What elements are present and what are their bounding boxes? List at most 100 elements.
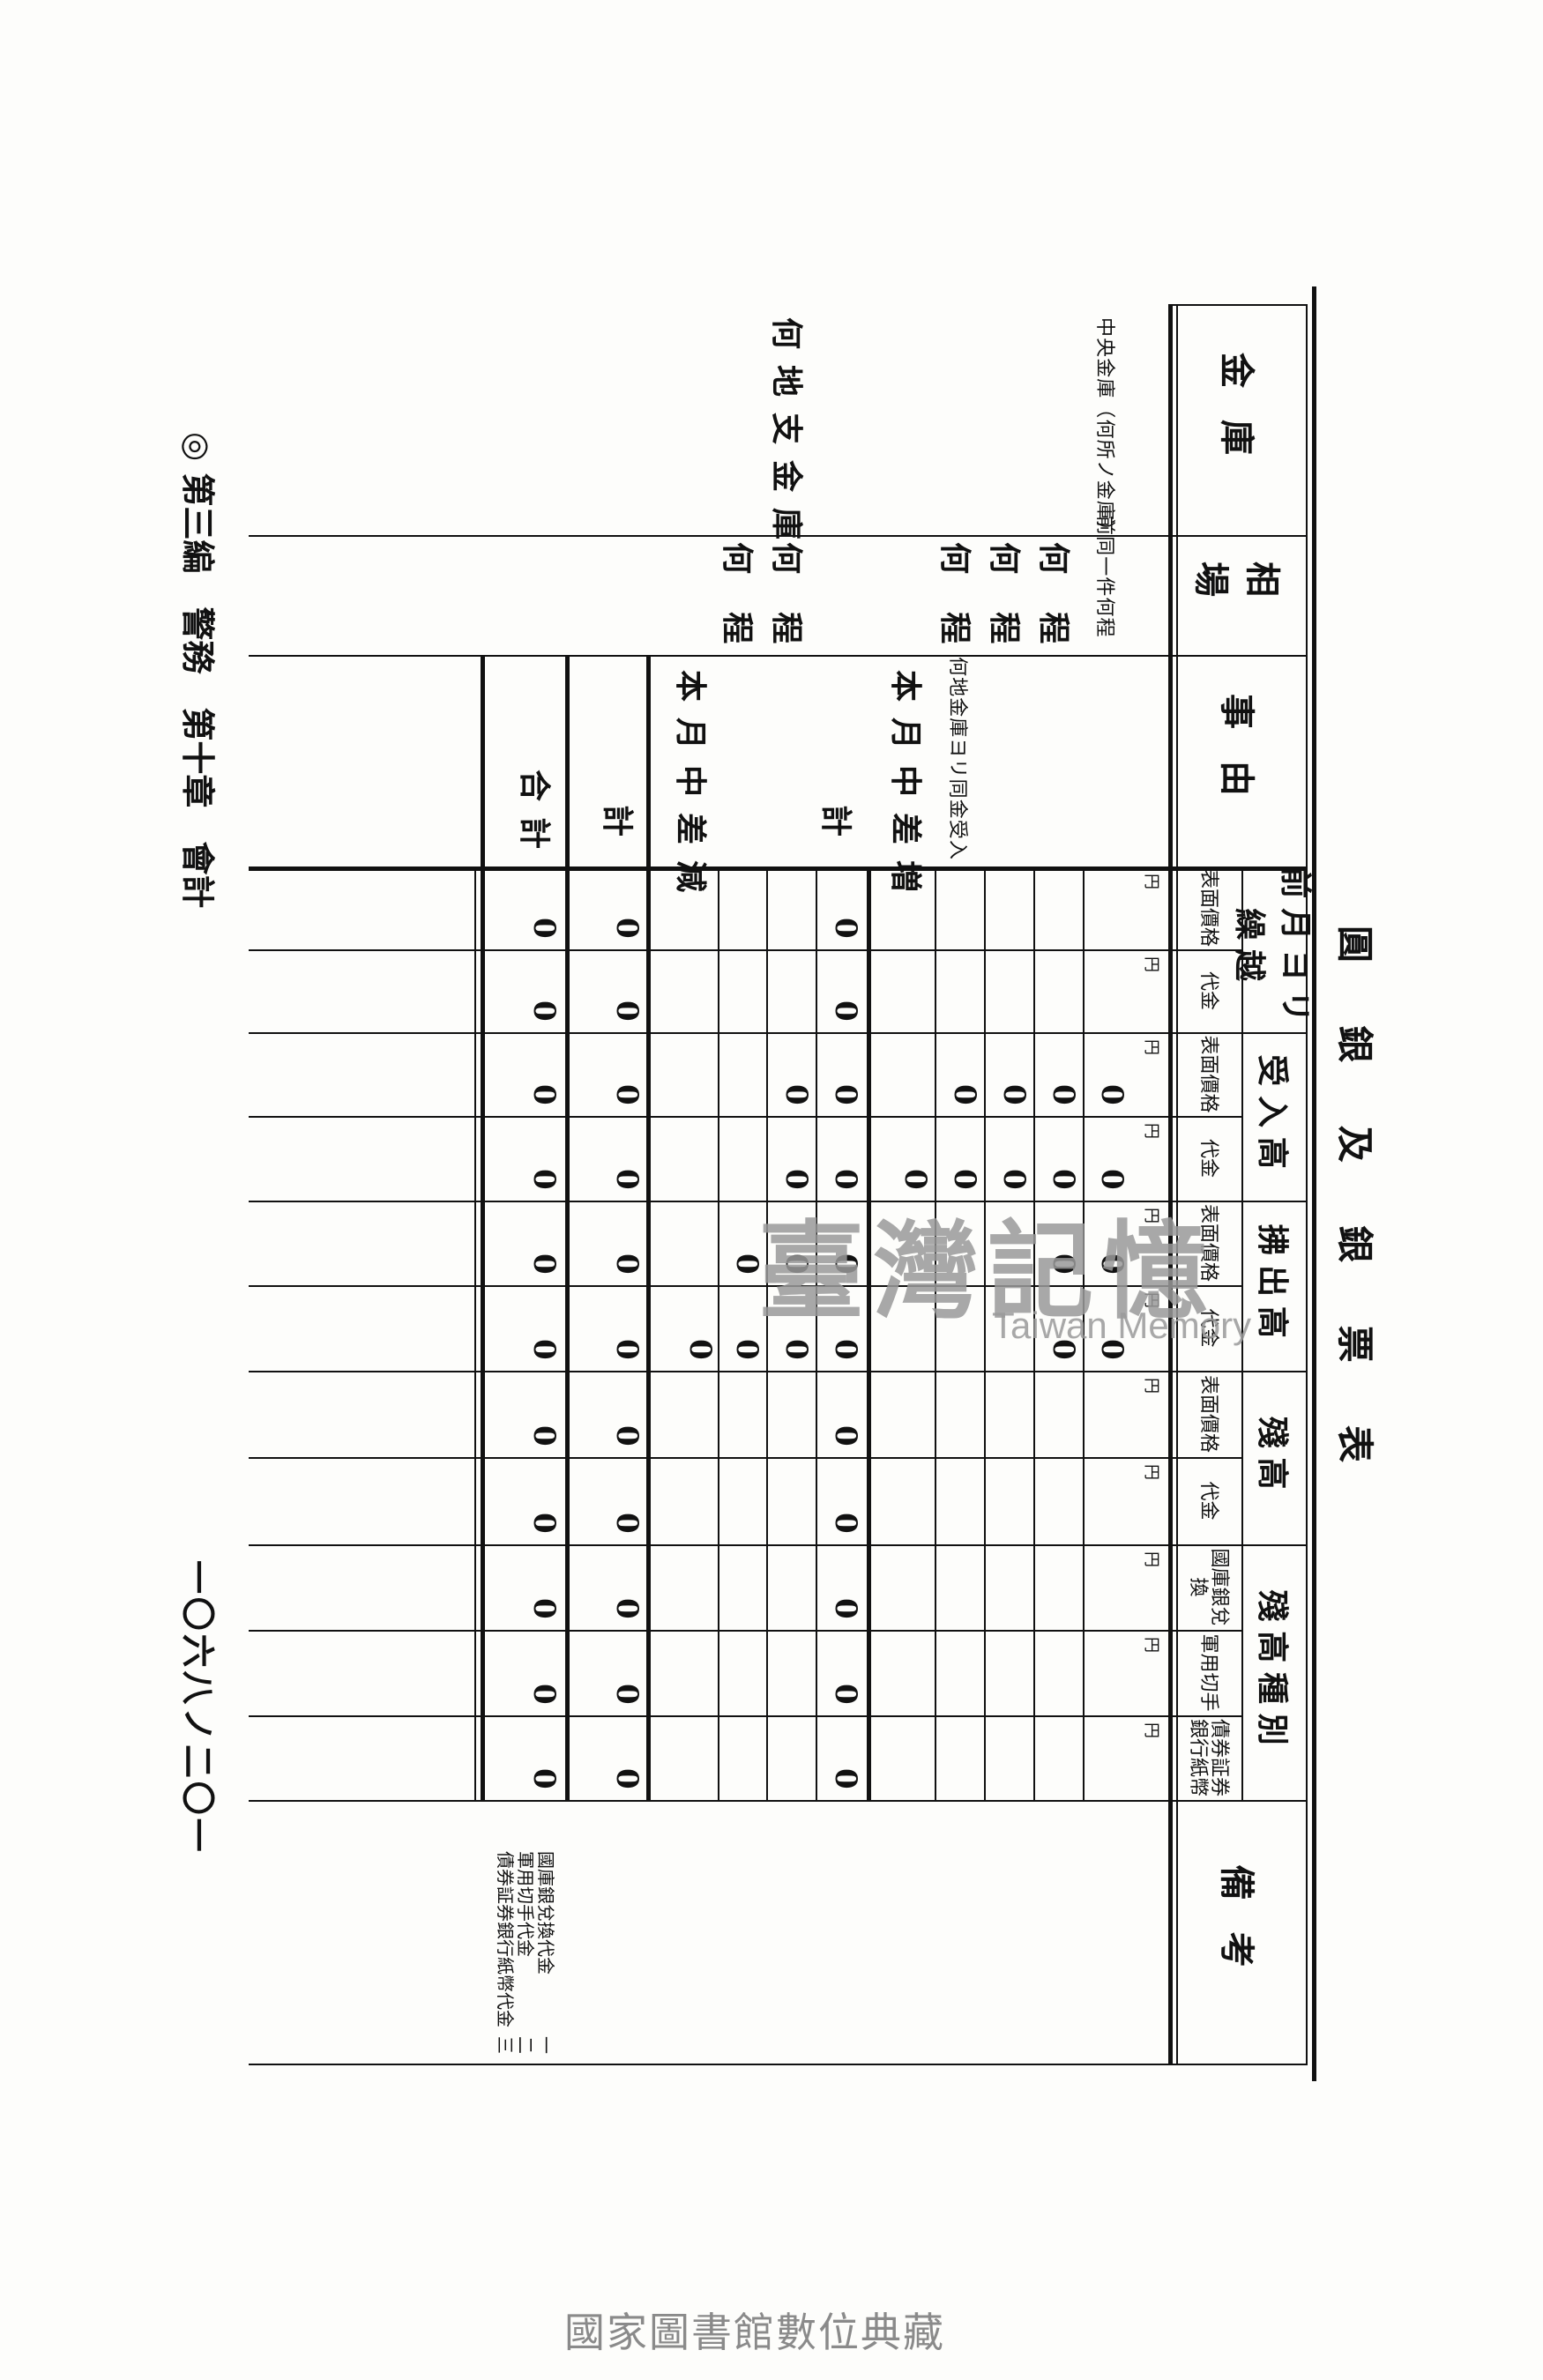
cell-value: 0: [947, 1084, 982, 1105]
group-line: [249, 1371, 1308, 1372]
group-header: 拂出高: [1254, 1223, 1292, 1348]
header-soba: 相場: [1190, 562, 1284, 628]
cell-value: 0: [609, 918, 645, 939]
unit-label: 円: [1142, 1551, 1160, 1567]
row-separator: [481, 655, 485, 1800]
cell-value: 0: [609, 1084, 645, 1105]
header-jiyu: 事由: [1216, 694, 1258, 828]
row-jiyu: 何地金庫ヨリ同金受入: [946, 657, 968, 861]
row-soba: 何程: [719, 542, 756, 682]
row-jiyu: 計: [599, 805, 636, 853]
cell-value: 0: [609, 1598, 645, 1619]
sub-header: 表面價格: [1197, 868, 1220, 947]
unit-label: 円: [1142, 1722, 1160, 1738]
row-separator: [565, 655, 570, 1800]
row-kinko: 中央金庫（何所ノ金庫）: [1093, 317, 1115, 542]
sub-column-line: [249, 1116, 1243, 1118]
sub-header: 國庫銀兌換: [1187, 1548, 1231, 1626]
cell-value: 0: [1046, 1084, 1081, 1105]
group-line: [249, 1032, 1308, 1034]
cell-value: 0: [682, 1339, 718, 1360]
unit-label: 円: [1142, 956, 1160, 972]
frame-outer-line: [1312, 286, 1316, 2081]
note-mark: 三: [495, 2036, 516, 2054]
cell-value: 0: [526, 1253, 562, 1275]
unit-label: 円: [1142, 1637, 1160, 1653]
group-header: 受入高: [1254, 1054, 1292, 1179]
header-biko: 備考: [1216, 1864, 1258, 1999]
cell-value: 0: [609, 1000, 645, 1022]
cell-value: 0: [609, 1253, 645, 1275]
row-kinko: 何地支金庫: [768, 317, 805, 556]
row-jiyu: 計: [817, 805, 854, 853]
cell-value: 0: [526, 1084, 562, 1105]
header-kinko: 金庫: [1216, 353, 1258, 487]
sub-column-line: [249, 1630, 1243, 1632]
sub-column-line: [249, 1715, 1243, 1717]
cell-value: 0: [828, 1084, 863, 1105]
sub-header: 表面價格: [1197, 1035, 1220, 1113]
row-soba: 何程: [986, 542, 1023, 682]
frame-right-line: [249, 2064, 1308, 2065]
unit-label: 円: [1142, 1378, 1160, 1394]
cell-value: 0: [1094, 1084, 1129, 1105]
row-soba: 何程: [768, 542, 805, 682]
cell-value: 0: [828, 1684, 863, 1705]
row-separator: [718, 866, 719, 1800]
sub-header: 代金: [1197, 971, 1220, 1010]
cell-value: 0: [828, 1339, 863, 1360]
group-line: [249, 1544, 1308, 1546]
page-number: 一〇六八ノ二〇一: [178, 1560, 218, 1856]
cell-value: 0: [526, 1000, 562, 1022]
cell-value: 0: [779, 1084, 814, 1105]
watermark-subtitle: Taiwan Memory: [992, 1305, 1252, 1346]
cell-value: 0: [828, 1425, 863, 1447]
row-separator: [646, 655, 651, 1800]
sub-header: 債券証券銀行紙幣: [1187, 1718, 1231, 1796]
group-line: [249, 1800, 1308, 1802]
cell-value: 0: [526, 1513, 562, 1534]
cell-value: 0: [609, 1169, 645, 1190]
row-soba: 前同一件何程: [1093, 516, 1115, 638]
row-separator-double: [474, 866, 476, 1800]
cell-value: 0: [526, 1684, 562, 1705]
note-text: 債券証券銀行紙幣代金: [495, 1851, 516, 2027]
archive-label: 國家圖書館數位典藏: [564, 2309, 945, 2356]
cell-value: 0: [828, 1000, 863, 1022]
cell-value: 0: [996, 1084, 1032, 1105]
row-jiyu: 合計: [516, 770, 553, 866]
unit-label: 円: [1142, 1039, 1160, 1055]
cell-value: 0: [526, 1598, 562, 1619]
cell-value: 0: [609, 1339, 645, 1360]
cell-value: 0: [828, 1768, 863, 1789]
cell-value: 0: [828, 1598, 863, 1619]
cell-value: 0: [779, 1339, 814, 1360]
unit-label: 円: [1142, 874, 1160, 889]
sub-header: 軍用切手: [1197, 1633, 1220, 1712]
unit-label: 円: [1142, 1123, 1160, 1139]
cell-value: 0: [526, 918, 562, 939]
row-soba: 何程: [1035, 542, 1072, 682]
row-jiyu: 本月中差増: [887, 670, 924, 909]
cell-value: 0: [609, 1425, 645, 1447]
cell-value: 0: [609, 1684, 645, 1705]
form-title: 圓銀及銀票表: [1333, 926, 1376, 1526]
cell-value: 0: [609, 1513, 645, 1534]
sub-header: 表面價格: [1197, 1374, 1220, 1453]
cell-value: 0: [828, 918, 863, 939]
column-line-main: [249, 866, 1308, 871]
group-header: 殘高種別: [1254, 1589, 1292, 1755]
chapter-footer: ◎ 第三編 警務 第十章 會計: [178, 432, 218, 909]
cell-value: 0: [526, 1169, 562, 1190]
cell-value: 0: [828, 1513, 863, 1534]
group-header: 前月ヨリ繰越: [1231, 866, 1315, 1032]
cell-value: 0: [729, 1339, 764, 1360]
watermark-logo: 臺灣記憶: [758, 1209, 1217, 1334]
frame-left-line: [1173, 304, 1308, 306]
cell-value: 0: [609, 1768, 645, 1789]
sub-header: 代金: [1197, 1481, 1220, 1521]
sub-column-line: [249, 1457, 1243, 1459]
group-header: 殘高: [1254, 1416, 1292, 1499]
sub-column-line: [249, 949, 1243, 951]
cell-value: 0: [526, 1339, 562, 1360]
